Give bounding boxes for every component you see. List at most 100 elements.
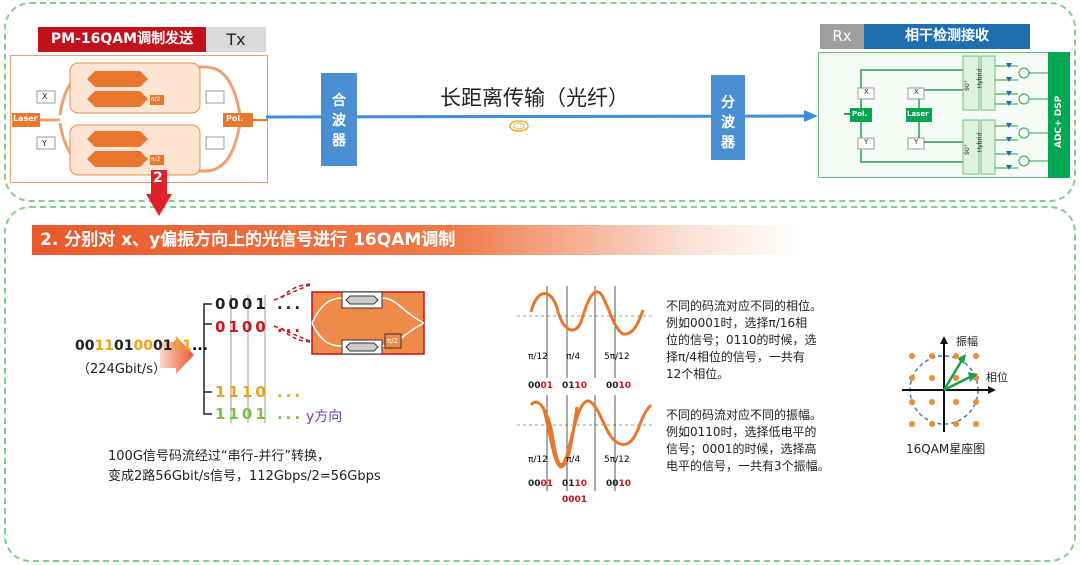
serial-bit: 1 [123, 338, 134, 354]
parallel-suffix-4: ... [276, 405, 304, 423]
rx-x-mid: X [914, 88, 919, 96]
parallel-suffix-1: ... [276, 295, 304, 313]
phase-label-3: 5π/12 [604, 352, 630, 362]
phase-code-3b: 10 [618, 381, 632, 391]
parallel-dividers [230, 295, 266, 423]
splitter-label: 分波器 [721, 95, 735, 151]
rx-hybrid-b: Hybrid [976, 132, 984, 153]
rx-y-mid: Y [914, 138, 919, 146]
serial-bit: 0 [114, 338, 124, 354]
phase-code-1a: 00 [528, 381, 541, 391]
modulator-pi2: π/2 [387, 337, 399, 345]
stage-title: 2. 分别对 x、y偏振方向上的光信号进行 16QAM调制 [32, 225, 802, 255]
amp-code-3a: 00 [606, 479, 619, 489]
parallel-row-4: 1101 ... [215, 405, 303, 423]
phase-text-1: 不同的码流对应不同的相位。 [666, 299, 823, 313]
serial-bit: 1 [182, 338, 192, 354]
serial-bit: 0 [133, 338, 144, 354]
serial-bit: 1 [94, 338, 105, 354]
amp-code-1: 0001 [528, 479, 553, 489]
combiner-box: 合波器 [321, 73, 357, 166]
rx-receiver-diagram [818, 52, 1070, 178]
serial-arrow [160, 336, 194, 374]
phase-text-4: 择π/4相位的信号，一共有 [666, 350, 805, 364]
parallel-row-1: 0001 ... [215, 295, 303, 313]
serial-bit: 1 [104, 338, 114, 354]
amp-text: 不同的码流对应不同的振幅。 例如0110时，选择低电平的 信号；0001的时候，… [666, 407, 830, 475]
rx-tag: Rx [820, 24, 864, 49]
constellation-diagram [902, 336, 996, 432]
amp-code-1a: 00 [528, 479, 541, 489]
tx-pol-label: Pol. [226, 114, 244, 123]
top-frame [4, 2, 1076, 202]
serial-bit: 0 [172, 338, 183, 354]
tx-pi2-bottom: π/2 [151, 156, 161, 163]
transmission-label: 长距离传输（光纤） [440, 86, 629, 110]
conversion-note-2: 变成2路56Gbit/s信号，112Gbps/2=56Gbps [108, 469, 381, 484]
phase-code-2a: 01 [562, 381, 575, 391]
rx-laser-label: Laser [907, 110, 929, 118]
phase-code-3: 0010 [606, 381, 631, 391]
serial-rate: （224Gbit/s） [77, 362, 167, 377]
rx-title: 相干检测接收 [864, 24, 1030, 49]
combiner-label: 合波器 [332, 93, 346, 149]
phase-label-1: π/12 [528, 352, 548, 362]
amp-bottom-code: 0001 [562, 495, 588, 505]
constellation-amp-label: 振幅 [956, 335, 978, 348]
parallel-suffix-2: ... [276, 318, 304, 336]
amp-code-3: 0010 [606, 479, 631, 489]
phase-code-1b: 01 [540, 381, 554, 391]
parallel-row-2: 0100 ... [215, 318, 303, 336]
phase-text-3: 位的信号；0110的时候，选 [666, 333, 817, 347]
constellation-phase-label: 相位 [986, 371, 1008, 384]
parallel-row-3: 1110 ... [215, 383, 303, 401]
phase-text: 不同的码流对应不同的相位。 例如0001时，选择π/16相 位的信号；0110的… [666, 298, 822, 383]
amp-code-2: 0110 [562, 479, 587, 489]
amp-text-1: 不同的码流对应不同的振幅。 [666, 408, 823, 422]
rx-dsp-label: ADC+ DSP [1054, 95, 1064, 148]
rx-y-bot: Y [864, 138, 869, 146]
amp-text-4: 电平的信号，一共有3个振幅。 [666, 459, 830, 473]
serial-bit: 0 [84, 338, 95, 354]
parallel-bracket [203, 303, 212, 415]
amp-label-1: π/12 [528, 455, 548, 465]
serial-bits: 001101000101... [75, 338, 208, 354]
phase-waveform [517, 286, 655, 378]
bottom-frame [4, 206, 1076, 562]
tx-modulator-diagram [10, 55, 268, 183]
parallel-bits-3: 1110 [215, 383, 269, 401]
rx-hybrid-a: Hybrid [976, 68, 984, 89]
phase-text-2: 例如0001时，选择π/16相 [666, 316, 808, 330]
splitter-box: 分波器 [711, 75, 745, 160]
parallel-bits-1: 0001 [215, 295, 269, 313]
conversion-note-1: 100G信号码流经过“串行-并行”转换， [108, 449, 331, 464]
tx-pi2-top: π/2 [151, 96, 161, 103]
rx-x-top: X [864, 88, 869, 96]
constellation-caption: 16QAM星座图 [906, 442, 986, 456]
modulator-callout [273, 283, 425, 355]
rx-pol-label: Pol. [852, 110, 867, 118]
phase-code-2b: 10 [574, 381, 588, 391]
rx-90deg-a: 90° [963, 80, 971, 91]
rx-90deg-b: 90° [963, 144, 971, 155]
tx-laser-label: Laser [13, 114, 38, 123]
amplitude-waveform [517, 395, 655, 491]
amp-code-2a: 01 [562, 479, 575, 489]
phase-text-5: 12个相位。 [666, 367, 730, 381]
amp-label-2: π/4 [566, 455, 581, 465]
amp-code-3b: 10 [618, 479, 632, 489]
phase-code-1: 0001 [528, 381, 553, 391]
tx-x-label: X [42, 92, 48, 101]
tx-tag: Tx [206, 27, 266, 52]
amp-text-3: 信号；0001的时候，选择高 [666, 442, 817, 456]
amp-code-2b: 10 [574, 479, 588, 489]
step-arrow [146, 170, 172, 216]
phase-code-2: 0110 [562, 381, 587, 391]
amp-label-3: 5π/12 [604, 455, 630, 465]
step-marker: 2 [153, 170, 163, 186]
fiber-coil-icon [509, 120, 529, 132]
tx-y-label: Y [42, 139, 47, 148]
parallel-bits-2: 0100 [215, 318, 269, 336]
serial-bit: 0 [153, 338, 163, 354]
phase-label-2: π/4 [566, 352, 581, 362]
